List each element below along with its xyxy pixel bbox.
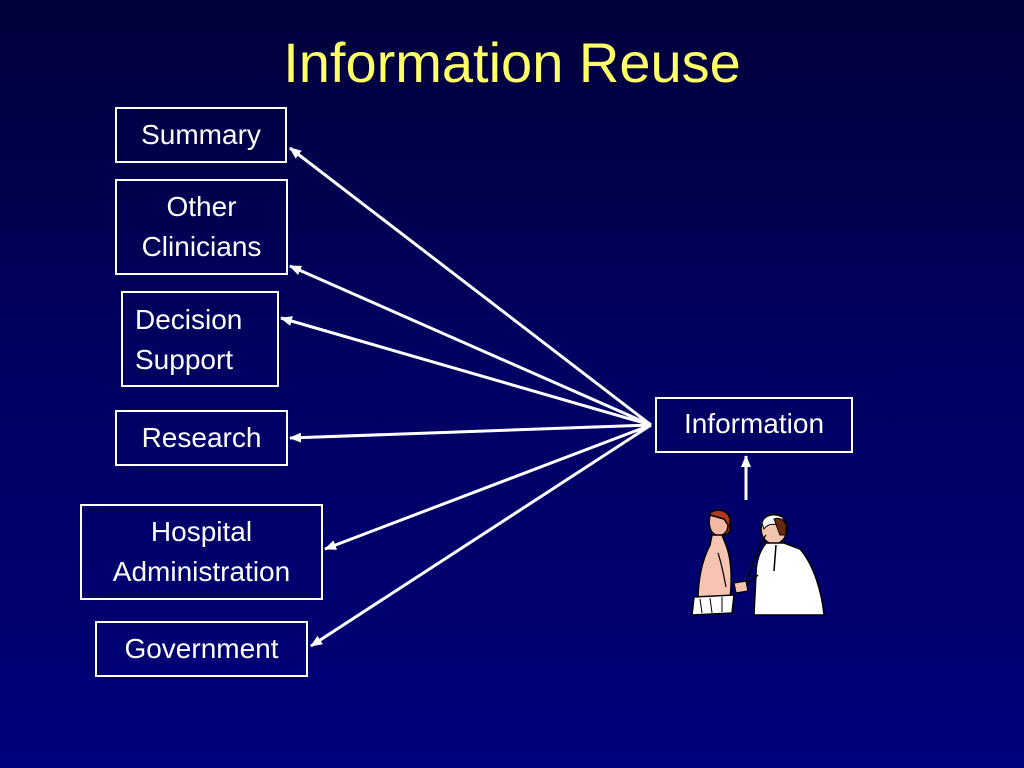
arrow-to-other-clinicians [289,264,652,427]
other-clinicians-box: Other Clinicians [115,179,288,275]
hospital-administration-box: Hospital Administration [80,504,323,600]
slide-title: Information Reuse [283,31,741,94]
research-label: Research [141,422,262,453]
decision-support-box: Decision Support [121,291,279,387]
arrow-to-government [310,423,652,648]
hospital-administration-label-line2: Administration [112,556,291,587]
doctor-patient-clipart-icon [691,509,825,616]
hospital-administration-label-line1: Hospital [150,516,253,547]
government-label: Government [124,633,279,664]
decision-support-label-line2: Support [135,344,234,375]
research-box: Research [115,410,288,466]
information-box: Information [655,397,853,453]
other-clinicians-label-line1: Other [166,191,237,222]
other-clinicians-label-line2: Clinicians [141,231,262,262]
decision-support-label-line1: Decision [135,304,243,335]
arrow-to-hospital-administration [324,423,652,551]
arrow-to-decision-support [280,316,652,427]
summary-label: Summary [141,119,261,150]
arrow-to-research [289,423,652,443]
arrow-to-summary [289,146,652,427]
patient-figure-icon [691,509,735,616]
summary-box: Summary [115,107,287,163]
doctor-figure-icon [733,513,825,616]
government-box: Government [95,621,308,677]
information-label: Information [683,408,825,439]
